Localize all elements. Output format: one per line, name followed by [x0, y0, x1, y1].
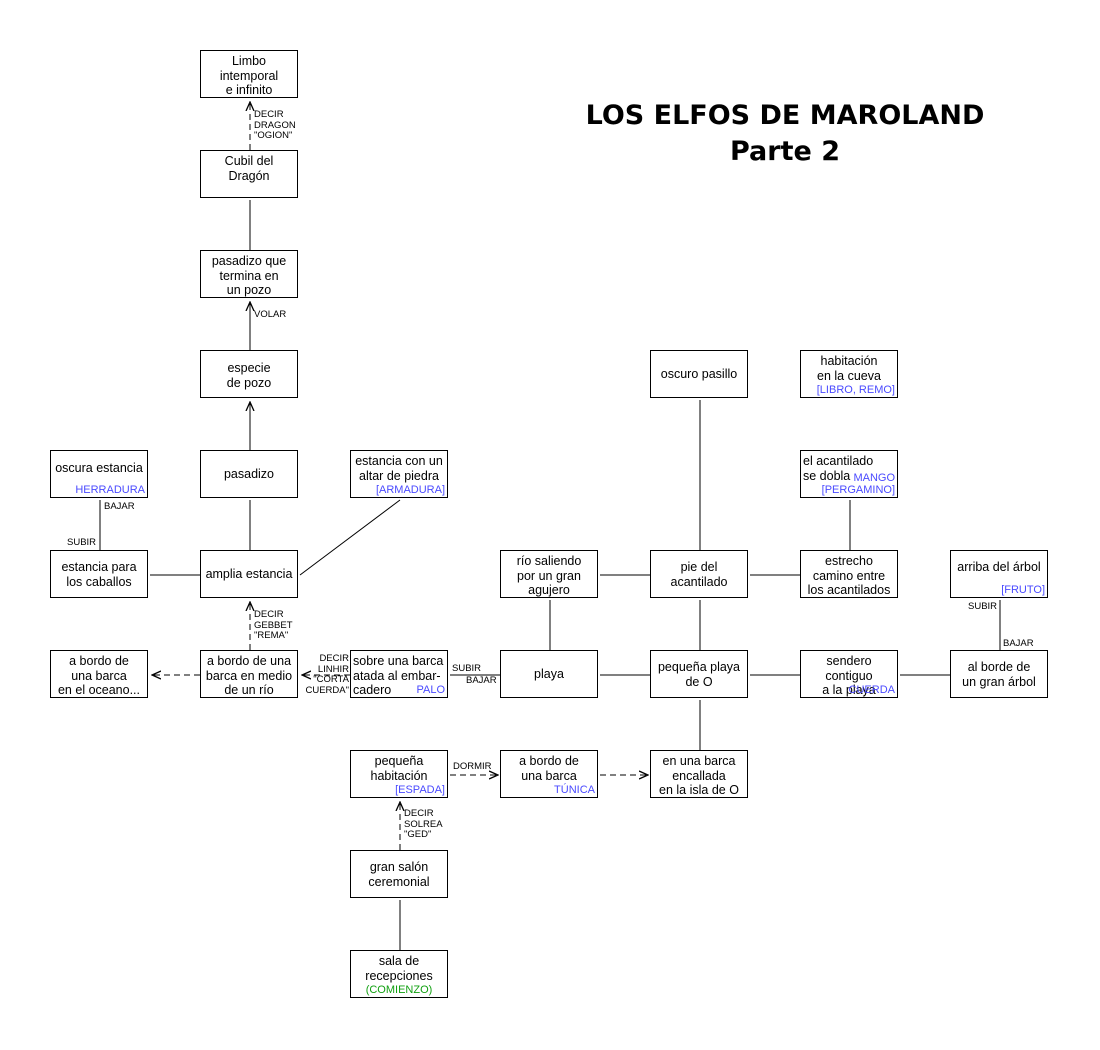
label-bajar-arbol: BAJAR: [1003, 638, 1034, 649]
label-bajar-oscura: BAJAR: [104, 501, 135, 512]
room-oceano: a bordo de una barca en el oceano...: [50, 650, 148, 698]
room-name: el acantilado se dobla: [803, 454, 874, 483]
label-subir-caballos: SUBIR: [67, 537, 97, 548]
room-item: [LIBRO, REMO]: [816, 384, 895, 396]
room-gran-salon: gran salón ceremonial: [350, 850, 448, 898]
room-arriba-arbol: arriba del árbol [FRUTO]: [950, 550, 1048, 598]
room-pasadizo-pozo: pasadizo que termina en un pozo: [200, 250, 298, 298]
label-decir-linhir: DECIR LINHIR "CORTA CUERDA": [305, 653, 350, 696]
room-name: oscuro pasillo: [660, 367, 738, 381]
room-item: MANGO [PERGAMINO]: [821, 472, 895, 496]
room-item: HERRADURA: [75, 484, 145, 496]
label-decir-dragon: DECIR DRAGON "OGION": [254, 109, 296, 141]
room-habitacion-cueva: habitación en la cueva [LIBRO, REMO]: [800, 350, 898, 398]
room-item: CUERDA: [848, 684, 895, 696]
room-embarcadero: sobre una barca atada al embar- cadero P…: [350, 650, 448, 698]
room-especie-pozo: especie de pozo: [200, 350, 298, 398]
start-marker: (COMIENZO): [365, 984, 433, 996]
room-name: habitación en la cueva: [817, 354, 881, 383]
room-pie-acantilado: pie del acantilado: [650, 550, 748, 598]
room-oscuro-pasillo: oscuro pasillo: [650, 350, 748, 398]
room-name: pequeña habitación: [370, 754, 428, 783]
label-decir-gebbet: DECIR GEBBET "REMA": [254, 609, 293, 641]
room-pasadizo: pasadizo: [200, 450, 298, 498]
conn-amplia-altar: [299, 499, 401, 576]
label-volar: VOLAR: [254, 309, 287, 320]
label-bajar-playa: BAJAR: [466, 675, 497, 686]
room-name: estancia con un altar de piedra: [355, 454, 443, 483]
room-estrecho-camino: estrecho camino entre los acantilados: [800, 550, 898, 598]
room-name: sobre una barca atada al embar- cadero: [353, 654, 444, 697]
room-name: amplia estancia: [205, 567, 293, 581]
room-name: estrecho camino entre los acantilados: [807, 554, 891, 597]
room-name: Limbo intemporal e infinito: [219, 54, 279, 97]
room-name: playa: [534, 667, 564, 681]
room-name: arriba del árbol: [957, 560, 1041, 574]
room-recepciones: sala de recepciones (COMIENZO): [350, 950, 448, 998]
room-name: a bordo de una barca en el oceano...: [57, 654, 140, 697]
room-name: oscura estancia: [55, 461, 143, 475]
room-amplia-estancia: amplia estancia: [200, 550, 298, 598]
label-subir-arbol: SUBIR: [968, 601, 998, 612]
label-subir-playa: SUBIR: [452, 663, 482, 674]
room-limbo: Limbo intemporal e infinito: [200, 50, 298, 98]
room-item: PALO: [416, 684, 445, 696]
room-name: pequeña playa de O: [657, 660, 741, 689]
room-pequena-playa: pequeña playa de O: [650, 650, 748, 698]
room-name: pasadizo que termina en un pozo: [211, 254, 287, 297]
room-name: pasadizo: [223, 467, 275, 481]
room-item: [ARMADURA]: [375, 484, 445, 496]
room-name: especie de pozo: [226, 361, 272, 390]
room-item: TÚNICA: [554, 784, 595, 796]
room-altar: estancia con un altar de piedra [ARMADUR…: [350, 450, 448, 498]
room-name: a bordo de una barca: [519, 754, 579, 783]
room-name: sala de recepciones: [365, 954, 433, 983]
room-name: gran salón ceremonial: [368, 860, 430, 889]
room-name: sendero contiguo a la playa: [822, 654, 876, 697]
room-acantilado-dobla: el acantilado se dobla MANGO [PERGAMINO]: [800, 450, 898, 498]
room-name: río saliendo por un gran agujero: [516, 554, 582, 597]
room-barca-tunica: a bordo de una barca TÚNICA: [500, 750, 598, 798]
map-title: LOS ELFOS DE MAROLAND: [585, 100, 985, 131]
room-cubil-dragon: Cubil del Dragón: [200, 150, 298, 198]
room-rio-agujero: río saliendo por un gran agujero: [500, 550, 598, 598]
label-decir-solrea: DECIR SOLREA "GED": [404, 808, 443, 840]
room-borde-arbol: al borde de un gran árbol: [950, 650, 1048, 698]
room-name: estancia para los caballos: [61, 560, 137, 589]
room-name: en una barca encallada en la isla de O: [659, 754, 739, 797]
label-dormir: DORMIR: [453, 761, 492, 772]
map-subtitle: Parte 2: [729, 136, 840, 167]
room-name: pie del acantilado: [670, 560, 728, 589]
room-sendero: sendero contiguo a la playa CUERDA: [800, 650, 898, 698]
room-item: [ESPADA]: [395, 784, 445, 796]
room-oscura-estancia: oscura estancia HERRADURA: [50, 450, 148, 498]
room-caballos: estancia para los caballos: [50, 550, 148, 598]
room-name: Cubil del Dragón: [224, 154, 274, 183]
room-playa: playa: [500, 650, 598, 698]
room-name: a bordo de una barca en medio de un río: [205, 654, 293, 697]
room-item: [FRUTO]: [1001, 584, 1045, 596]
room-barca-rio: a bordo de una barca en medio de un río: [200, 650, 298, 698]
room-barca-encallada: en una barca encallada en la isla de O: [650, 750, 748, 798]
room-name: al borde de un gran árbol: [962, 660, 1036, 689]
room-pequena-habitacion: pequeña habitación [ESPADA]: [350, 750, 448, 798]
